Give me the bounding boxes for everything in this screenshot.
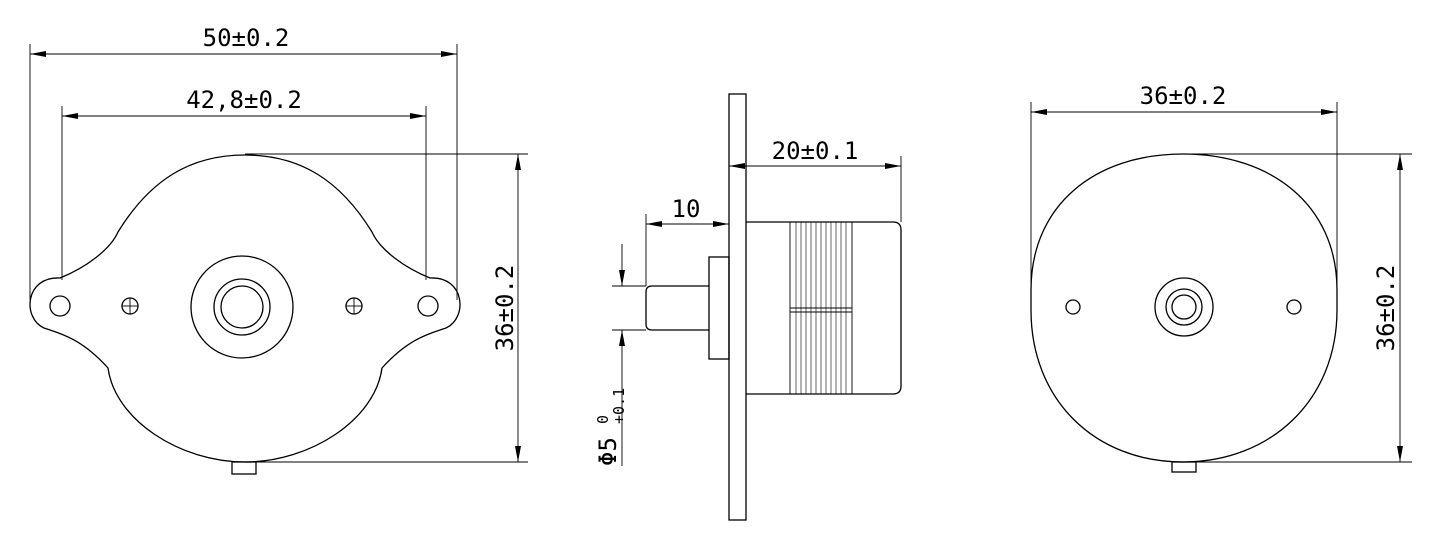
- back-right-hole: [1286, 299, 1302, 315]
- svg-text:Φ5: Φ5: [594, 437, 622, 466]
- back-hub-outer: [1154, 277, 1214, 337]
- dim-height-front: 36±0.2: [491, 265, 519, 352]
- front-hub-ring: [213, 278, 271, 336]
- svg-text:0: 0: [594, 415, 612, 424]
- back-left-hole: [1065, 299, 1081, 315]
- front-hub-outer: [190, 255, 294, 359]
- back-hub-mid: [1165, 288, 1203, 326]
- svg-text:+0.1: +0.1: [610, 388, 628, 424]
- side-coil-hatching: [795, 222, 847, 394]
- dim-back-width: 36±0.2: [1140, 82, 1227, 110]
- front-flange-outline: [29, 154, 461, 463]
- front-bottom-tab: [231, 461, 257, 475]
- dim-overall-width: 50±0.2: [203, 24, 290, 52]
- front-view: 50±0.2 42,8±0.2 36±0.2: [29, 24, 528, 475]
- front-shaft: [220, 285, 264, 329]
- back-body-outline: [1030, 153, 1338, 463]
- side-flange-plate: [728, 93, 747, 521]
- back-bottom-tab: [1171, 461, 1197, 473]
- front-left-screw: [121, 297, 139, 315]
- side-motor-body: [746, 221, 902, 395]
- dim-shaft-length: 10: [672, 195, 701, 223]
- back-shaft: [1171, 294, 1197, 320]
- back-view: 36±0.2 36±0.2: [1030, 82, 1412, 473]
- dim-shaft-diameter: Φ5 0 +0.1: [594, 388, 628, 466]
- dim-height-back: 36±0.2: [1372, 265, 1400, 352]
- side-shaft: [645, 285, 709, 331]
- front-right-hole: [417, 295, 439, 317]
- dim-body-depth: 20±0.1: [772, 137, 859, 165]
- front-right-screw: [345, 297, 363, 315]
- side-view: 20±0.1 10 Φ5 0 +0.1: [594, 93, 902, 521]
- side-boss: [708, 256, 730, 360]
- dim-hole-spacing: 42,8±0.2: [186, 86, 302, 114]
- front-left-hole: [49, 295, 71, 317]
